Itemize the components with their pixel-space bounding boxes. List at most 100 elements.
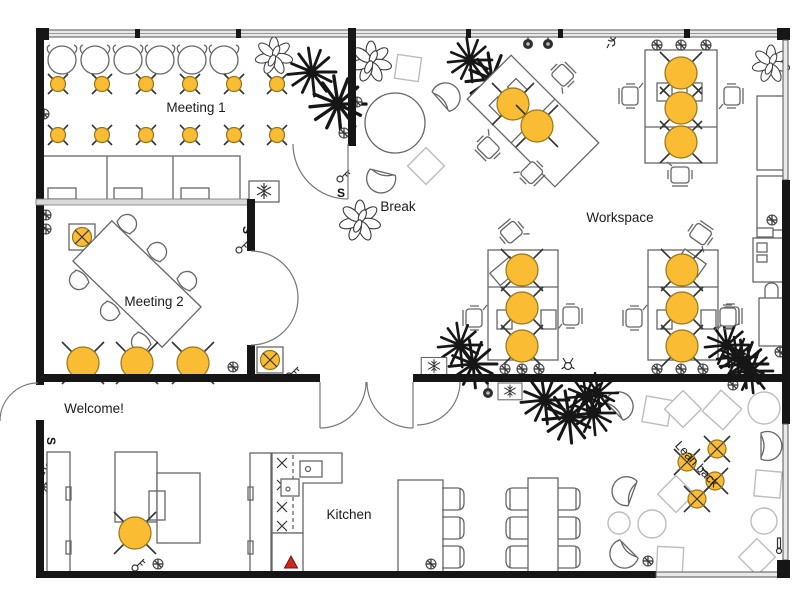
wall-post: [558, 29, 563, 38]
wall-post: [777, 28, 790, 40]
stool: [179, 73, 201, 95]
cabinet: [756, 95, 787, 171]
armchair: [144, 44, 176, 75]
tub-chair: [760, 430, 783, 462]
window-segment: [782, 423, 789, 561]
stool-yellow: [683, 485, 711, 513]
double-door-right-leaf: [366, 381, 414, 429]
window-handle-icon: [775, 537, 783, 555]
glass-partition: [35, 198, 249, 206]
stool: [223, 124, 245, 146]
reception-desk: [156, 472, 201, 544]
key-icon: [131, 558, 146, 572]
room-lean-back: Lean back: [569, 371, 783, 577]
lounge-chair-yellow: [500, 324, 544, 368]
pouf: [656, 474, 696, 514]
pouf: [663, 389, 703, 429]
ceiling-lamp-icon: [766, 214, 778, 226]
monitor: [700, 309, 717, 330]
wardrobe-handle: [65, 486, 72, 501]
room-label-meeting-2: Meeting 2: [124, 294, 183, 309]
pouf: [753, 469, 783, 499]
round-pouf: [607, 511, 631, 535]
lounge-chair-yellow: [660, 286, 704, 330]
ceiling-lamp-icon: [642, 555, 654, 567]
sink-drain: [304, 465, 312, 473]
room-label-kitchen: Kitchen: [326, 507, 371, 522]
cabinet-handle: [247, 486, 254, 501]
dining-chair: [441, 516, 465, 540]
pouf: [393, 53, 423, 83]
wall-segment: [782, 180, 790, 424]
room-label-break: Break: [380, 199, 416, 214]
room-welcome: Welcome! S S: [42, 401, 272, 574]
wall-post: [466, 29, 471, 38]
office-chair: [544, 58, 581, 95]
reception-return: [148, 490, 166, 521]
pouf: [701, 389, 743, 431]
snowflake-ac-icon: [497, 382, 523, 401]
cabinet-handle: [247, 540, 254, 555]
printer-tray: [756, 227, 774, 238]
stool: [266, 124, 288, 146]
ceiling-lamp-icon: [651, 363, 663, 375]
tub-chair: [607, 471, 639, 508]
lounge-chair-yellow: [659, 120, 703, 164]
stool: [47, 124, 69, 146]
room-break: Break: [337, 36, 600, 243]
lounge-chair-yellow: [660, 324, 704, 368]
ceiling-lamp-icon: [651, 39, 663, 51]
dining-chair: [505, 487, 529, 511]
water-cooler-panel: [756, 242, 768, 253]
office-chair: [682, 217, 719, 253]
armchair: [176, 44, 208, 75]
room-kitchen: Kitchen: [271, 374, 640, 574]
tub-chair: [362, 168, 398, 197]
ceiling-lamp-icon: [425, 558, 437, 570]
armchair: [208, 44, 240, 75]
ceiling-lamp-icon: [516, 363, 528, 375]
ceiling-lamp-icon: [697, 363, 709, 375]
ceiling-lamp-icon: [338, 127, 350, 139]
dining-chair: [557, 545, 581, 569]
dining-chair: [505, 545, 529, 569]
cabinet: [758, 297, 787, 347]
tub-chair: [430, 76, 467, 114]
dining-chair: [557, 516, 581, 540]
lounge-chair-yellow: [659, 86, 703, 130]
room-label-workspace: Workspace: [586, 210, 653, 225]
window-segment: [655, 571, 779, 578]
wall-post: [236, 29, 241, 38]
side-table: [256, 346, 284, 374]
round-pouf: [637, 509, 667, 539]
office-chair: [470, 128, 507, 165]
fire-extinguisher-icon: [283, 554, 299, 569]
snowflake-ac-icon: [420, 356, 448, 376]
wall-segment: [36, 374, 320, 382]
dining-chair: [441, 487, 465, 511]
ceiling-lamp-icon: [700, 39, 712, 51]
window-segment: [782, 39, 789, 181]
lounge-chair-yellow: [500, 248, 544, 292]
walls: [0, 28, 790, 578]
pendant-lamp-icon: [482, 383, 494, 399]
light-switch-label: S: [337, 186, 345, 200]
dining-table: [527, 477, 559, 574]
tub-chair: [603, 385, 640, 422]
stool: [135, 73, 157, 95]
stool-yellow: [703, 435, 731, 463]
reception-desk: [114, 451, 158, 523]
desk-divider: [106, 156, 174, 200]
dining-chair: [557, 487, 581, 511]
armchair: [46, 44, 78, 75]
wardrobe: [46, 451, 71, 574]
pouf: [655, 545, 685, 575]
round-pouf: [750, 507, 778, 535]
pouf: [737, 537, 777, 577]
lounge-chair-yellow: [515, 104, 559, 148]
room-meeting-2: Meeting 2: [40, 209, 284, 385]
wall-post: [777, 560, 790, 578]
room-workspace: Workspace: [420, 33, 792, 395]
wardrobe-handle: [65, 540, 72, 555]
